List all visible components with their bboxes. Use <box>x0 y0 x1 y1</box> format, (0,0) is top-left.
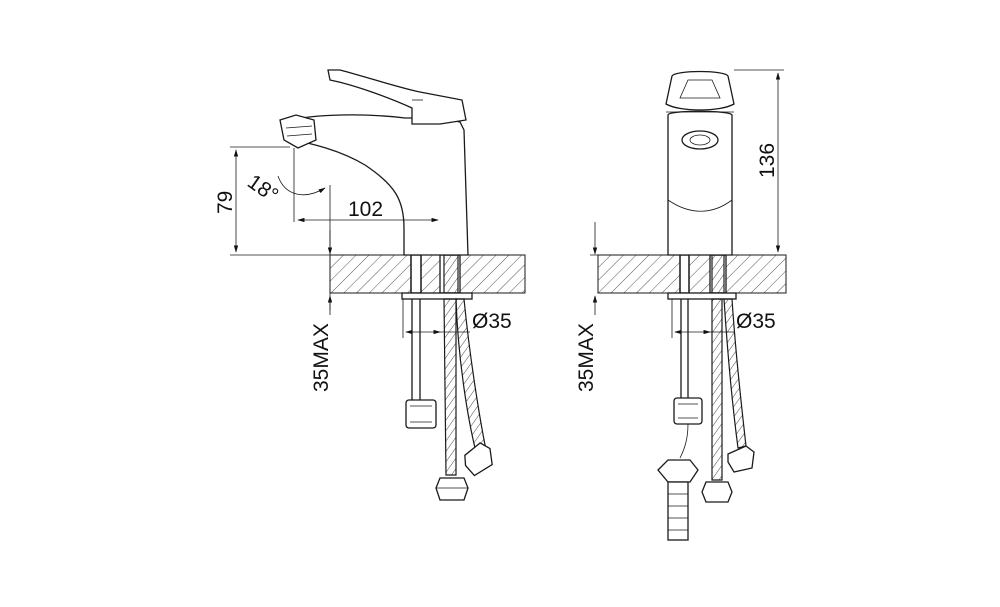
hose-1-right <box>711 298 723 481</box>
handle-front <box>665 70 735 111</box>
mounting-plate-left <box>401 292 473 300</box>
countertop-right <box>597 254 787 294</box>
dim-79-label: 79 <box>214 191 237 214</box>
dim-d35-left-label: Ø35 <box>472 310 512 333</box>
countertop-left <box>329 254 526 294</box>
dim-35max-right-label: 35MAX <box>575 323 598 392</box>
dim-35max-left-label: 35MAX <box>310 323 333 392</box>
faucet-body-front <box>667 110 733 256</box>
mounting-plate-right <box>667 292 737 300</box>
connector-nut-left <box>405 399 437 429</box>
dim-136-label: 136 <box>756 143 779 178</box>
side-view: 79 18° 102 35MAX Ø35 <box>214 69 526 501</box>
hose-fitting-right <box>657 459 699 483</box>
handle-lever-side <box>327 69 467 125</box>
angle-label: 18° <box>243 170 282 207</box>
faucet-body-side <box>289 114 469 256</box>
hose-end-nut-2 <box>464 442 493 477</box>
hose-end-nut-1 <box>435 477 469 501</box>
dim-d35-right-label: Ø35 <box>736 310 776 333</box>
aerator-side <box>279 114 317 149</box>
angle-arc <box>277 175 326 196</box>
hose-1-left <box>443 298 457 476</box>
connector-nut-right <box>673 397 703 425</box>
front-view: 136 35MAX Ø35 <box>575 69 787 541</box>
dim-102-label: 102 <box>348 198 383 221</box>
aerator-front <box>681 130 719 150</box>
braided-hose-through-counter <box>443 254 459 294</box>
